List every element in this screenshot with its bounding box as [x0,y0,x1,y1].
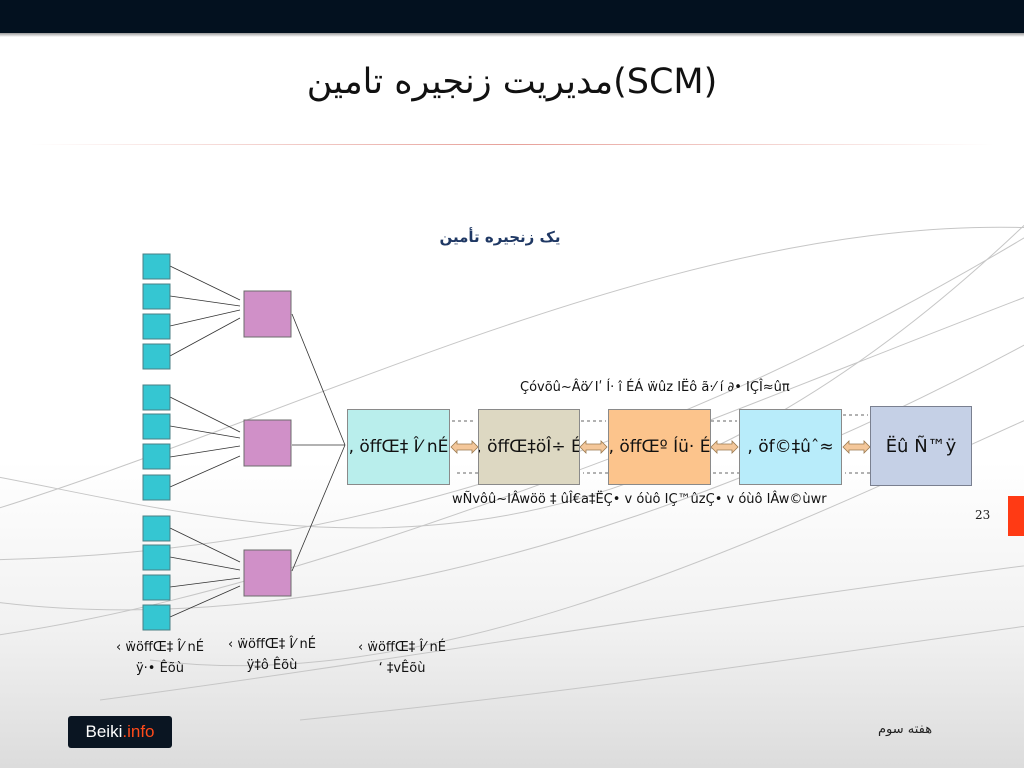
tier3-supplier-box [142,604,171,631]
tier-label-line: ÿ·• Êõù [135,661,185,676]
bidirectional-arrow [710,440,739,454]
tier3-supplier-box [142,343,171,370]
tier3-supplier-box [142,253,171,280]
brand-logo[interactable]: Beiki.info [68,716,172,748]
tier2-suppliers-label: ‹ ẅöffŒ‡ Î⁄ nÉ ÿ‡ô Êõù [212,634,332,676]
tier3-supplier-box [142,443,171,470]
tier3-supplier-box [142,515,171,542]
bidirectional-arrow [842,440,871,454]
stage-box-2: , öffŒ‡öÎ÷ É [478,409,580,485]
material-flow-label: wÑvôû~IÂwöö ‡ ûÎ€a‡ËÇ• v óùô IÇ™ûzÇ• v ó… [452,492,827,507]
tier-label-line: ÿ‡ô Êõù [246,658,298,673]
accent-tab [1008,496,1024,536]
footer-week-label: هفته سوم [877,722,933,737]
diagram-subtitle: یک زنجیره تأمین [439,228,561,246]
bidirectional-arrow [450,440,479,454]
tier3-suppliers [142,253,171,631]
information-flow-label: Çóvõû~Âö⁄ Iʹ Í· î ÉÁ ẅûz IËô ã·⁄ í ∂• IÇ… [520,380,790,395]
tier3-supplier-box [142,283,171,310]
tier3-supplier-box [142,413,171,440]
stage-box-1: , öffŒ‡ Î⁄ nÉ [347,409,450,485]
stage-box-3: , öffŒº Íü· É [608,409,711,485]
tier2-supplier-box [243,419,292,467]
bidirectional-arrow [579,440,608,454]
tier2-supplier-box [243,290,292,338]
tier3-supplier-box [142,313,171,340]
top-bar-shadow [0,33,1024,37]
tier1-suppliers-label: ‹ ẅöffŒ‡ Î⁄ nÉ ‘ ‡vÊõù [342,637,462,679]
tier3-supplier-box [142,574,171,601]
final-customer-box: Ëû Ñ™ÿ [870,406,972,486]
stage-connectors [450,414,871,474]
tier-label-line: ‹ ẅöffŒ‡ Î⁄ nÉ [227,637,316,652]
tier-label-line: ‘ ‡vÊõù [378,661,426,676]
top-bar [0,0,1024,33]
stage-box-4: , öf©‡ûˆ≈ [739,409,842,485]
title-divider [30,144,994,145]
tier2-supplier-box [243,549,292,597]
slide-title: مدیریت زنجیره تامین(SCM) [306,62,718,102]
tier3-supplier-box [142,474,171,501]
tier3-supplier-box [142,384,171,411]
tier3-supplier-box [142,544,171,571]
tier-label-line: ‹ ẅöffŒ‡ Î⁄ nÉ [115,640,204,655]
brand-tld: .info [122,722,155,741]
tier3-suppliers-label: ‹ ẅöffŒ‡ Î⁄ nÉ ÿ·• Êõù [100,637,220,679]
page-number: 23 [975,508,991,522]
tier-label-line: ‹ ẅöffŒ‡ Î⁄ nÉ [357,640,446,655]
brand-name: Beiki [85,722,123,741]
tier2-suppliers [243,290,292,597]
